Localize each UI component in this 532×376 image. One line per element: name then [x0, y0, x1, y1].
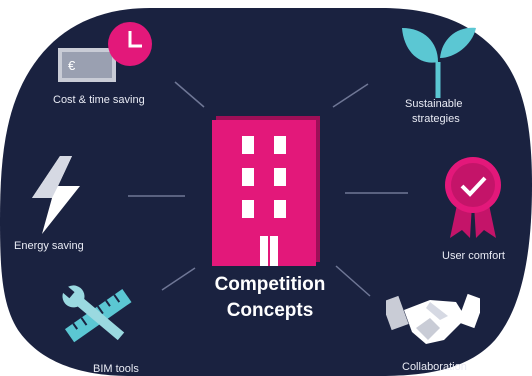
building-icon — [212, 116, 320, 266]
node-label-collaboration: Collaboration — [402, 361, 467, 373]
connector-top-right — [332, 83, 369, 108]
node-label-sustainable: Sustainable — [405, 98, 463, 110]
connector-bottom-left — [161, 267, 196, 291]
node-label-user-comfort: User comfort — [442, 250, 505, 262]
money-clock-icon: € — [58, 22, 152, 82]
node-label-bim-tools: BIM tools — [93, 363, 139, 375]
node-label-energy: Energy saving — [14, 240, 84, 252]
lightning-icon — [32, 156, 80, 234]
connector-bottom-right — [335, 265, 371, 297]
award-ribbon-icon — [445, 157, 501, 238]
center-title-line1: Competition — [214, 274, 326, 295]
euro-sign: € — [68, 58, 76, 73]
center-title-line2: Concepts — [226, 300, 314, 321]
node-label-strategies: strategies — [412, 113, 460, 125]
handshake-icon — [386, 293, 480, 344]
connector-top-left — [174, 81, 205, 108]
wrench-ruler-icon — [61, 285, 132, 343]
sprout-icon — [402, 27, 476, 98]
node-label-cost-time: Cost & time saving — [53, 94, 145, 106]
